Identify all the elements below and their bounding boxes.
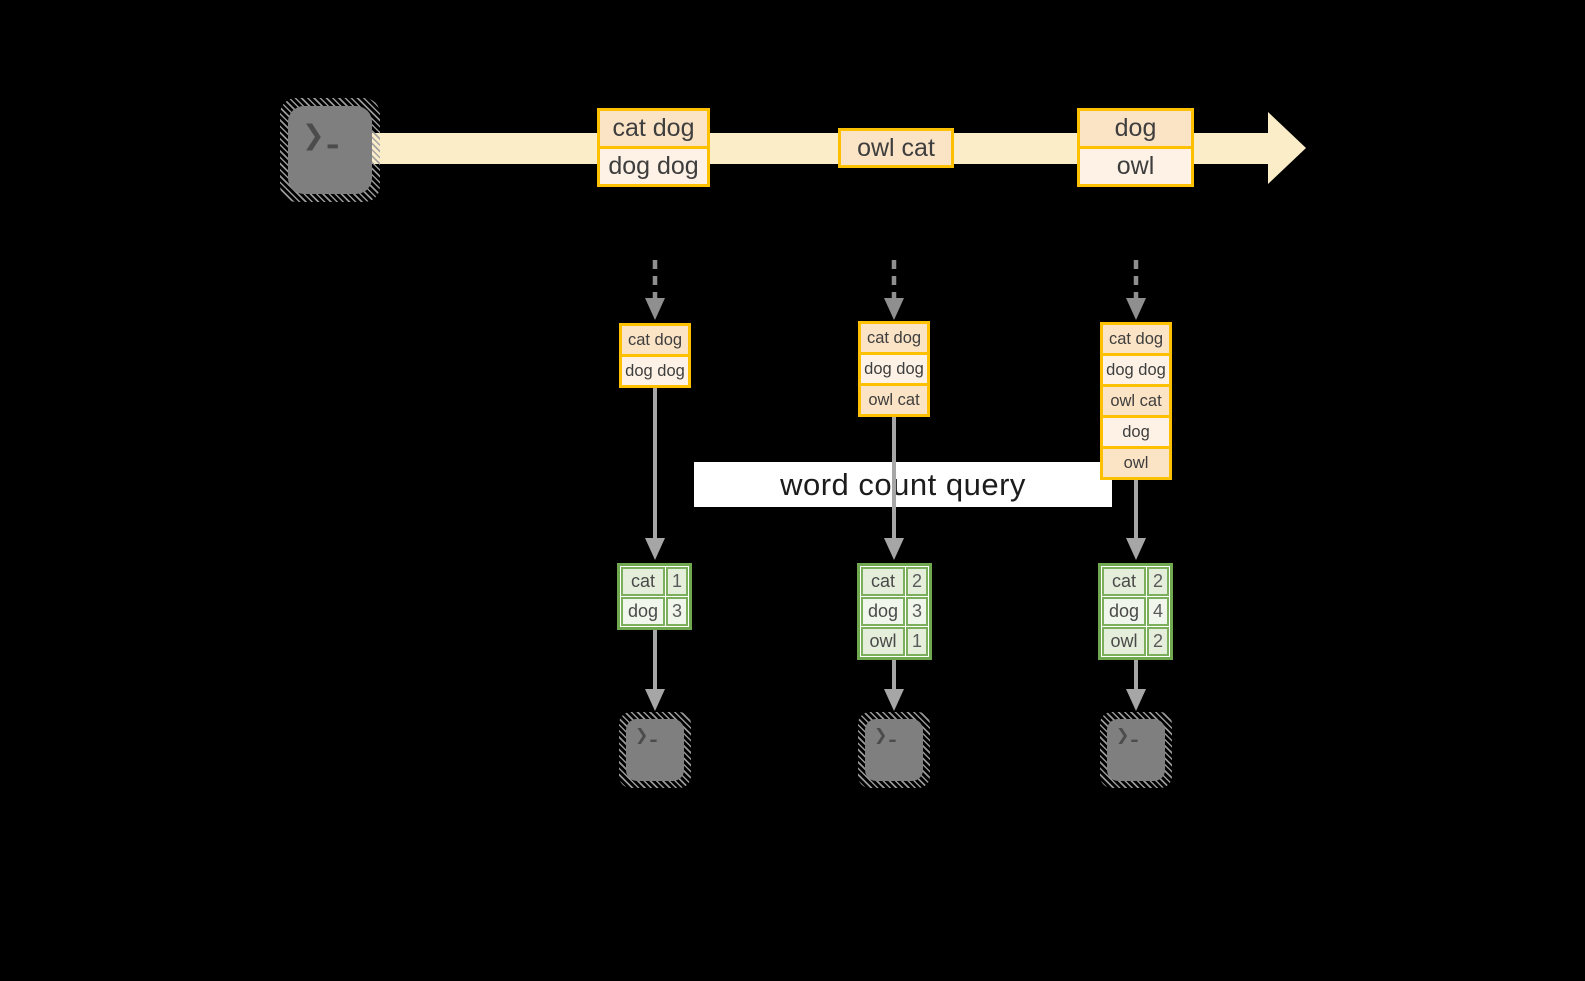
buffer-event: dog dog bbox=[1103, 356, 1169, 384]
ingest-arrow-2 bbox=[884, 260, 904, 320]
terminal-prompt-icon: ❯▂ bbox=[1107, 719, 1138, 744]
stream-event-2: owl cat bbox=[838, 128, 954, 168]
terminal-screen: ❯▂ bbox=[865, 719, 923, 781]
count-table-2: cat 2 dog 3 owl 1 bbox=[857, 563, 932, 660]
stream-event-line: cat dog bbox=[600, 111, 707, 146]
terminal-screen: ❯▂ bbox=[1107, 719, 1165, 781]
count-cell: 3 bbox=[906, 597, 928, 626]
count-cell: 2 bbox=[1147, 567, 1169, 596]
prompt-cursor-icon: ▂ bbox=[327, 133, 338, 148]
stream-event-1: cat dog dog dog bbox=[597, 108, 710, 187]
count-cell: 3 bbox=[666, 597, 688, 626]
word-count-query-label: word count query bbox=[694, 462, 1112, 507]
query-arrow-3 bbox=[1126, 480, 1146, 560]
buffer-event: owl cat bbox=[1103, 387, 1169, 415]
buffer-event: cat dog bbox=[1103, 325, 1169, 353]
terminal-sink-icon-3: ❯▂ bbox=[1100, 712, 1172, 788]
window-buffer-2: cat dog dog dog owl cat bbox=[858, 321, 930, 417]
count-cell: 2 bbox=[906, 567, 928, 596]
count-table-3: cat 2 dog 4 owl 2 bbox=[1098, 563, 1173, 660]
buffer-event: cat dog bbox=[622, 326, 688, 354]
stream-event-line: owl cat bbox=[841, 131, 951, 165]
terminal-screen: ❯▂ bbox=[288, 106, 372, 194]
terminal-prompt-icon: ❯▂ bbox=[288, 106, 338, 149]
stream-arrowhead-icon bbox=[1268, 112, 1306, 184]
query-arrow-1 bbox=[645, 388, 665, 560]
word-cell: dog bbox=[621, 597, 665, 626]
stream-event-3: dog owl bbox=[1077, 108, 1194, 187]
stream-event-line: owl bbox=[1080, 149, 1191, 184]
buffer-event: dog bbox=[1103, 418, 1169, 446]
output-arrow-1 bbox=[645, 628, 665, 711]
count-table-1: cat 1 dog 3 bbox=[617, 563, 692, 630]
count-cell: 2 bbox=[1147, 627, 1169, 656]
count-cell: 4 bbox=[1147, 597, 1169, 626]
ingest-arrow-1 bbox=[645, 260, 665, 320]
word-cell: cat bbox=[1102, 567, 1146, 596]
prompt-chevron-icon: ❯ bbox=[635, 727, 649, 744]
window-buffer-1: cat dog dog dog bbox=[619, 323, 691, 388]
terminal-prompt-icon: ❯▂ bbox=[865, 719, 896, 744]
count-cell: 1 bbox=[906, 627, 928, 656]
query-text: word count query bbox=[780, 466, 1026, 502]
terminal-sink-icon-1: ❯▂ bbox=[619, 712, 691, 788]
prompt-cursor-icon: ▂ bbox=[889, 733, 896, 742]
buffer-event: dog dog bbox=[622, 357, 688, 385]
terminal-source-icon: ❯▂ bbox=[280, 98, 380, 202]
query-arrow-2 bbox=[884, 417, 904, 560]
terminal-sink-icon-2: ❯▂ bbox=[858, 712, 930, 788]
output-arrow-3 bbox=[1126, 658, 1146, 711]
buffer-event: cat dog bbox=[861, 324, 927, 352]
prompt-chevron-icon: ❯ bbox=[874, 727, 888, 744]
word-cell: dog bbox=[861, 597, 905, 626]
output-arrow-2 bbox=[884, 658, 904, 711]
stream-event-line: dog bbox=[1080, 111, 1191, 146]
buffer-event: owl bbox=[1103, 449, 1169, 477]
buffer-event: owl cat bbox=[861, 386, 927, 414]
word-cell: cat bbox=[621, 567, 665, 596]
window-buffer-3: cat dog dog dog owl cat dog owl bbox=[1100, 322, 1172, 480]
ingest-arrow-3 bbox=[1126, 260, 1146, 320]
word-cell: cat bbox=[861, 567, 905, 596]
word-cell: owl bbox=[1102, 627, 1146, 656]
buffer-event: dog dog bbox=[861, 355, 927, 383]
prompt-cursor-icon: ▂ bbox=[650, 733, 657, 742]
terminal-prompt-icon: ❯▂ bbox=[626, 719, 657, 744]
prompt-chevron-icon: ❯ bbox=[1116, 727, 1130, 744]
stream-event-line: dog dog bbox=[600, 149, 707, 184]
terminal-screen: ❯▂ bbox=[626, 719, 684, 781]
word-cell: dog bbox=[1102, 597, 1146, 626]
count-cell: 1 bbox=[666, 567, 688, 596]
word-cell: owl bbox=[861, 627, 905, 656]
prompt-chevron-icon: ❯ bbox=[302, 120, 325, 150]
prompt-cursor-icon: ▂ bbox=[1131, 733, 1138, 742]
